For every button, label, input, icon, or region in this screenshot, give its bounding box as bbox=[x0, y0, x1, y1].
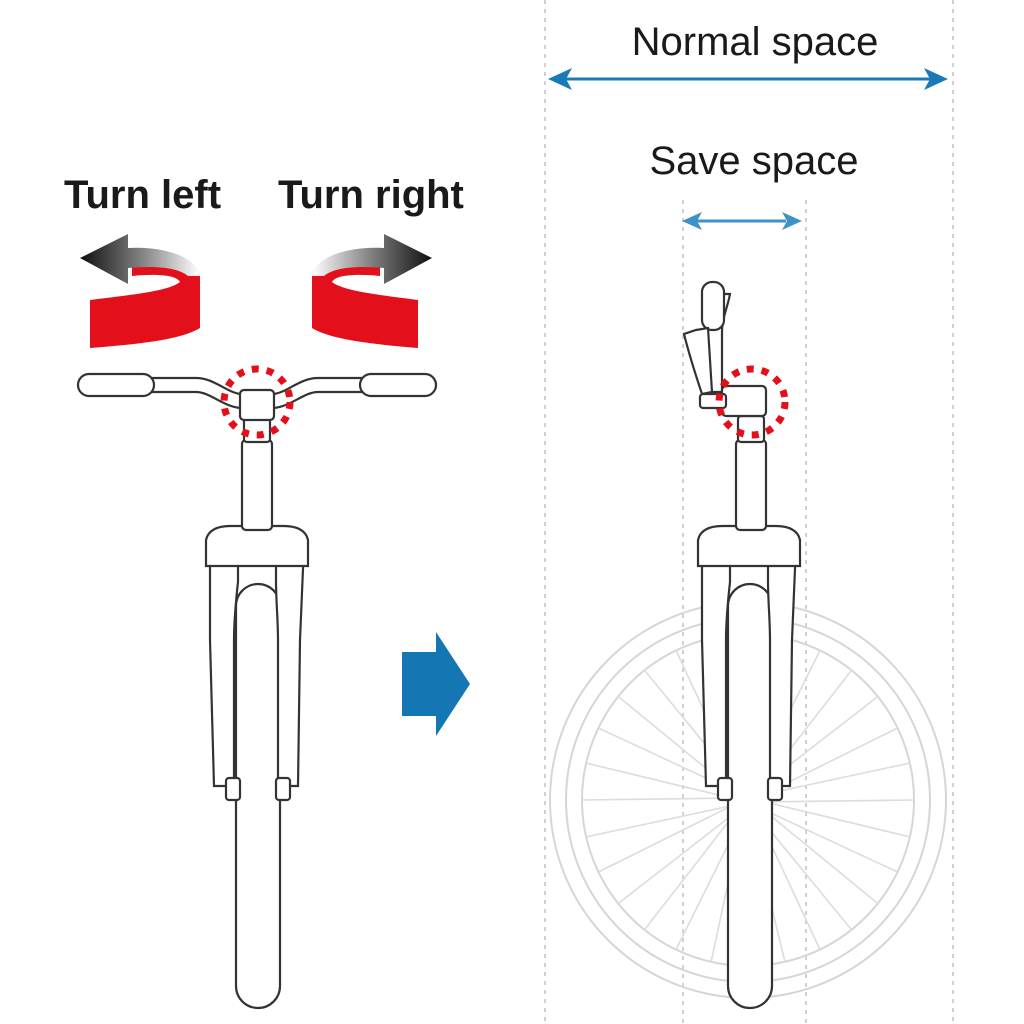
wheel-spoke bbox=[762, 762, 910, 796]
wheel-spoke bbox=[586, 762, 733, 800]
grip-right bbox=[358, 372, 438, 398]
fork-leg-left bbox=[700, 543, 732, 788]
fork-leg-right bbox=[274, 543, 306, 788]
arrow-right-icon bbox=[402, 632, 470, 736]
save-space-label: Save space bbox=[649, 139, 858, 183]
wheel-spoke bbox=[761, 807, 879, 905]
save-space-dimension-arrow bbox=[682, 212, 802, 230]
front-tire bbox=[726, 582, 774, 1010]
brake-lever bbox=[682, 326, 714, 396]
swivel-point-marker bbox=[715, 365, 789, 439]
fork-dropout-right bbox=[766, 776, 784, 802]
grip-folded bbox=[700, 280, 726, 332]
steerer-tube bbox=[240, 438, 274, 532]
wheel-spoke bbox=[763, 799, 915, 803]
fork-crown bbox=[696, 524, 802, 568]
curved-arrow-right-icon bbox=[312, 234, 432, 348]
wheel-spoke bbox=[617, 810, 738, 905]
curved-arrow-left-icon bbox=[80, 234, 200, 348]
wheel-spoke bbox=[586, 804, 734, 838]
wheel-spoke bbox=[581, 797, 733, 801]
normal-space-dimension-arrow bbox=[548, 68, 948, 90]
fork-crown bbox=[204, 524, 310, 568]
headset bbox=[736, 414, 766, 444]
fork-dropout-left bbox=[224, 776, 242, 802]
wheel-spoke bbox=[643, 810, 738, 931]
wheel-spoke bbox=[598, 804, 734, 873]
bike-normal-front-view bbox=[76, 365, 438, 1010]
fork-dropout-right bbox=[274, 776, 292, 802]
stem-clamp bbox=[720, 384, 768, 418]
swivel-point-marker bbox=[220, 365, 294, 439]
fork-leg-right bbox=[766, 543, 798, 788]
wheel-spoke bbox=[761, 807, 898, 873]
turn-left-label: Turn left bbox=[64, 173, 221, 217]
stem-clamp bbox=[238, 388, 276, 422]
normal-space-label: Normal space bbox=[632, 20, 879, 64]
grip-left bbox=[76, 372, 156, 398]
fork-dropout-left bbox=[716, 776, 734, 802]
turn-right-label: Turn right bbox=[278, 173, 464, 217]
steerer-tube bbox=[734, 438, 768, 532]
space-guide-lines bbox=[544, 0, 954, 1024]
bike-folded-front-view bbox=[549, 280, 947, 1010]
front-tire bbox=[234, 582, 282, 1010]
fork-leg-left bbox=[208, 543, 240, 788]
wheel-spoke bbox=[763, 800, 910, 838]
